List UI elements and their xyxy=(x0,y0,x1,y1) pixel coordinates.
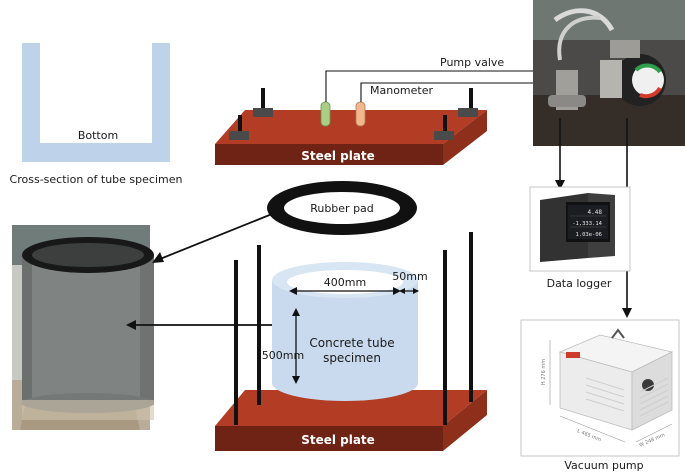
dim-500-label: 500mm xyxy=(262,349,304,362)
rod-front-right xyxy=(443,250,447,425)
dimension-500mm: 500mm xyxy=(262,308,304,384)
rubber-pad-label: Rubber pad xyxy=(310,202,374,215)
dim-50-label: 50mm xyxy=(392,270,427,283)
bottom-steel-plate-group: Steel plate xyxy=(215,390,487,451)
rod-back-right xyxy=(469,232,473,402)
top-rod-3 xyxy=(238,115,242,137)
cross-section-label: Cross-section of tube specimen xyxy=(10,173,183,186)
specimen-label-line2: specimen xyxy=(323,351,381,365)
specimen-label-line1: Concrete tube xyxy=(309,336,394,350)
data-logger-label: Data logger xyxy=(547,277,612,290)
tube-hole xyxy=(287,270,403,294)
bottom-plate-front xyxy=(215,426,443,451)
rubber-pad-hole xyxy=(284,192,400,224)
rubber-pad-group: Rubber pad xyxy=(267,181,417,235)
rod-front-left xyxy=(234,260,238,425)
tube-cross-section xyxy=(22,43,170,162)
data-logger-arrow xyxy=(555,118,565,190)
concrete-tube-specimen xyxy=(272,262,418,401)
rod-back-left xyxy=(257,245,261,405)
svg-text:H 276 mm: H 276 mm xyxy=(541,359,547,385)
rubber-pad-arrow xyxy=(152,213,273,263)
dim-400-label: 400mm xyxy=(324,276,366,289)
svg-text:4.48: 4.48 xyxy=(588,209,603,216)
pump-valve-label: Pump valve xyxy=(440,56,504,69)
bottom-plate-side xyxy=(443,390,487,451)
top-plate-surface xyxy=(215,110,487,144)
top-nut-1 xyxy=(253,108,273,117)
bottom-label: Bottom xyxy=(78,129,118,142)
top-rod-1 xyxy=(261,88,265,114)
top-nut-4 xyxy=(434,131,454,140)
top-nut-2 xyxy=(458,108,478,117)
top-plate-side xyxy=(443,110,487,165)
top-rod-4 xyxy=(443,115,447,137)
specimen-arrow xyxy=(126,320,272,330)
top-nut-3 xyxy=(229,131,249,140)
dimension-50mm: 50mm xyxy=(392,270,428,294)
pump-valve-line xyxy=(325,70,612,102)
vacuum-pump-label: Vacuum pump xyxy=(564,459,643,472)
manometer-fitting xyxy=(355,101,366,127)
data-logger-photo: 4.48 -1,333.14 1.03e-06 xyxy=(529,186,631,272)
steel-plate-bottom-label: Steel plate xyxy=(301,433,375,447)
dimension-400mm: 400mm xyxy=(289,276,401,295)
bottom-plate-surface xyxy=(215,390,487,426)
top-rod-2 xyxy=(469,88,473,114)
vacuum-pump-photo: H 276 mm L 465 mm W 248 mm xyxy=(520,319,680,457)
svg-text:-1,333.14: -1,333.14 xyxy=(572,221,602,227)
top-steel-plate-group: Steel plate xyxy=(215,88,487,165)
pump-valve-fitting xyxy=(320,101,331,127)
steel-plate-top-label: Steel plate xyxy=(301,149,375,163)
specimen-photo xyxy=(12,225,154,430)
svg-text:1.03e-06: 1.03e-06 xyxy=(576,232,603,238)
manometer-label: Manometer xyxy=(370,84,433,97)
cross-section-group: Bottom Cross-section of tube specimen xyxy=(10,43,183,186)
pump-valve-photo xyxy=(533,0,685,146)
top-plate-front xyxy=(215,144,443,165)
tube-body xyxy=(272,280,418,401)
